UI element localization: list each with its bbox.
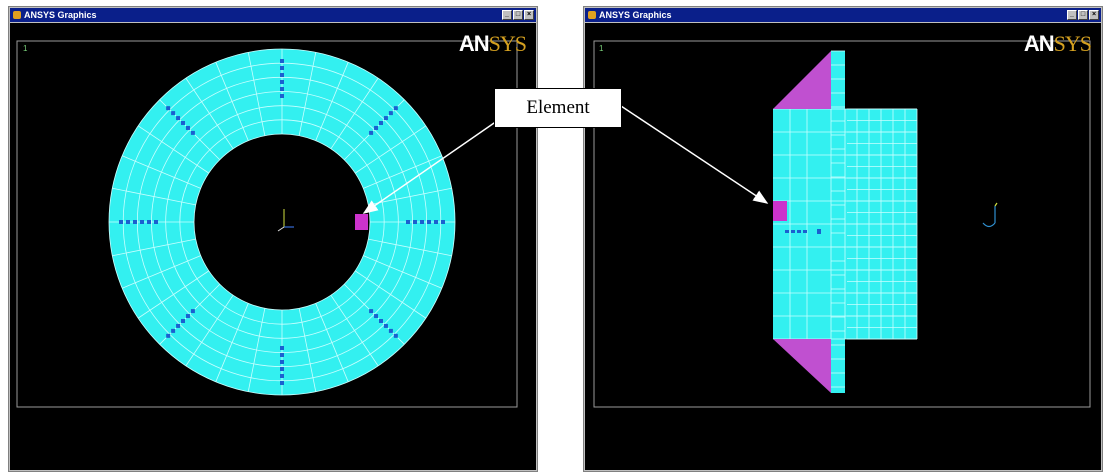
coordinate-triad-icon	[277, 209, 294, 232]
ansys-app-icon	[588, 11, 596, 19]
mesh-refinement-marks	[119, 59, 445, 385]
highlighted-element	[773, 201, 787, 221]
window-controls: _ □ ×	[502, 10, 534, 20]
mesh-view-side: 1	[593, 40, 1091, 408]
window-controls: _ □ ×	[1067, 10, 1099, 20]
view-number-label: 1	[599, 44, 604, 53]
close-icon[interactable]: ×	[1089, 10, 1099, 20]
ansys-logo: ANSYS	[1023, 31, 1092, 56]
lower-weld-mesh	[773, 339, 831, 393]
ansys-graphics-window-left: ANSYS Graphics _ □ × 1 ANSYS	[8, 6, 538, 472]
coordinate-triad-icon	[982, 202, 998, 228]
viewport-frame	[16, 40, 518, 408]
ansys-app-icon	[13, 11, 21, 19]
window-title: ANSYS Graphics	[24, 10, 97, 20]
graphics-canvas[interactable]: 1 ANSYS	[10, 23, 536, 470]
viewport-frame	[593, 40, 1091, 408]
center-plate	[831, 51, 845, 393]
maximize-icon[interactable]: □	[513, 10, 523, 20]
ansys-logo: ANSYS	[458, 31, 527, 56]
title-bar[interactable]: ANSYS Graphics _ □ ×	[585, 8, 1101, 22]
title-bar[interactable]: ANSYS Graphics _ □ ×	[10, 8, 536, 22]
graphics-canvas[interactable]: 1 ANSYS	[585, 23, 1101, 470]
minimize-icon[interactable]: _	[1067, 10, 1077, 20]
element-callout: Element	[494, 88, 622, 128]
mesh-grid-lines	[108, 48, 456, 396]
highlighted-element	[355, 214, 368, 230]
mesh-refinement-marks	[785, 229, 821, 234]
ansys-graphics-window-right: ANSYS Graphics _ □ × 1	[583, 6, 1103, 472]
close-icon[interactable]: ×	[524, 10, 534, 20]
maximize-icon[interactable]: □	[1078, 10, 1088, 20]
upper-weld-mesh	[773, 51, 831, 109]
view-number-label: 1	[23, 44, 28, 53]
mesh-view-front: 1	[16, 40, 518, 408]
window-title: ANSYS Graphics	[599, 10, 672, 20]
mesh-grid-lines	[773, 50, 918, 388]
minimize-icon[interactable]: _	[502, 10, 512, 20]
